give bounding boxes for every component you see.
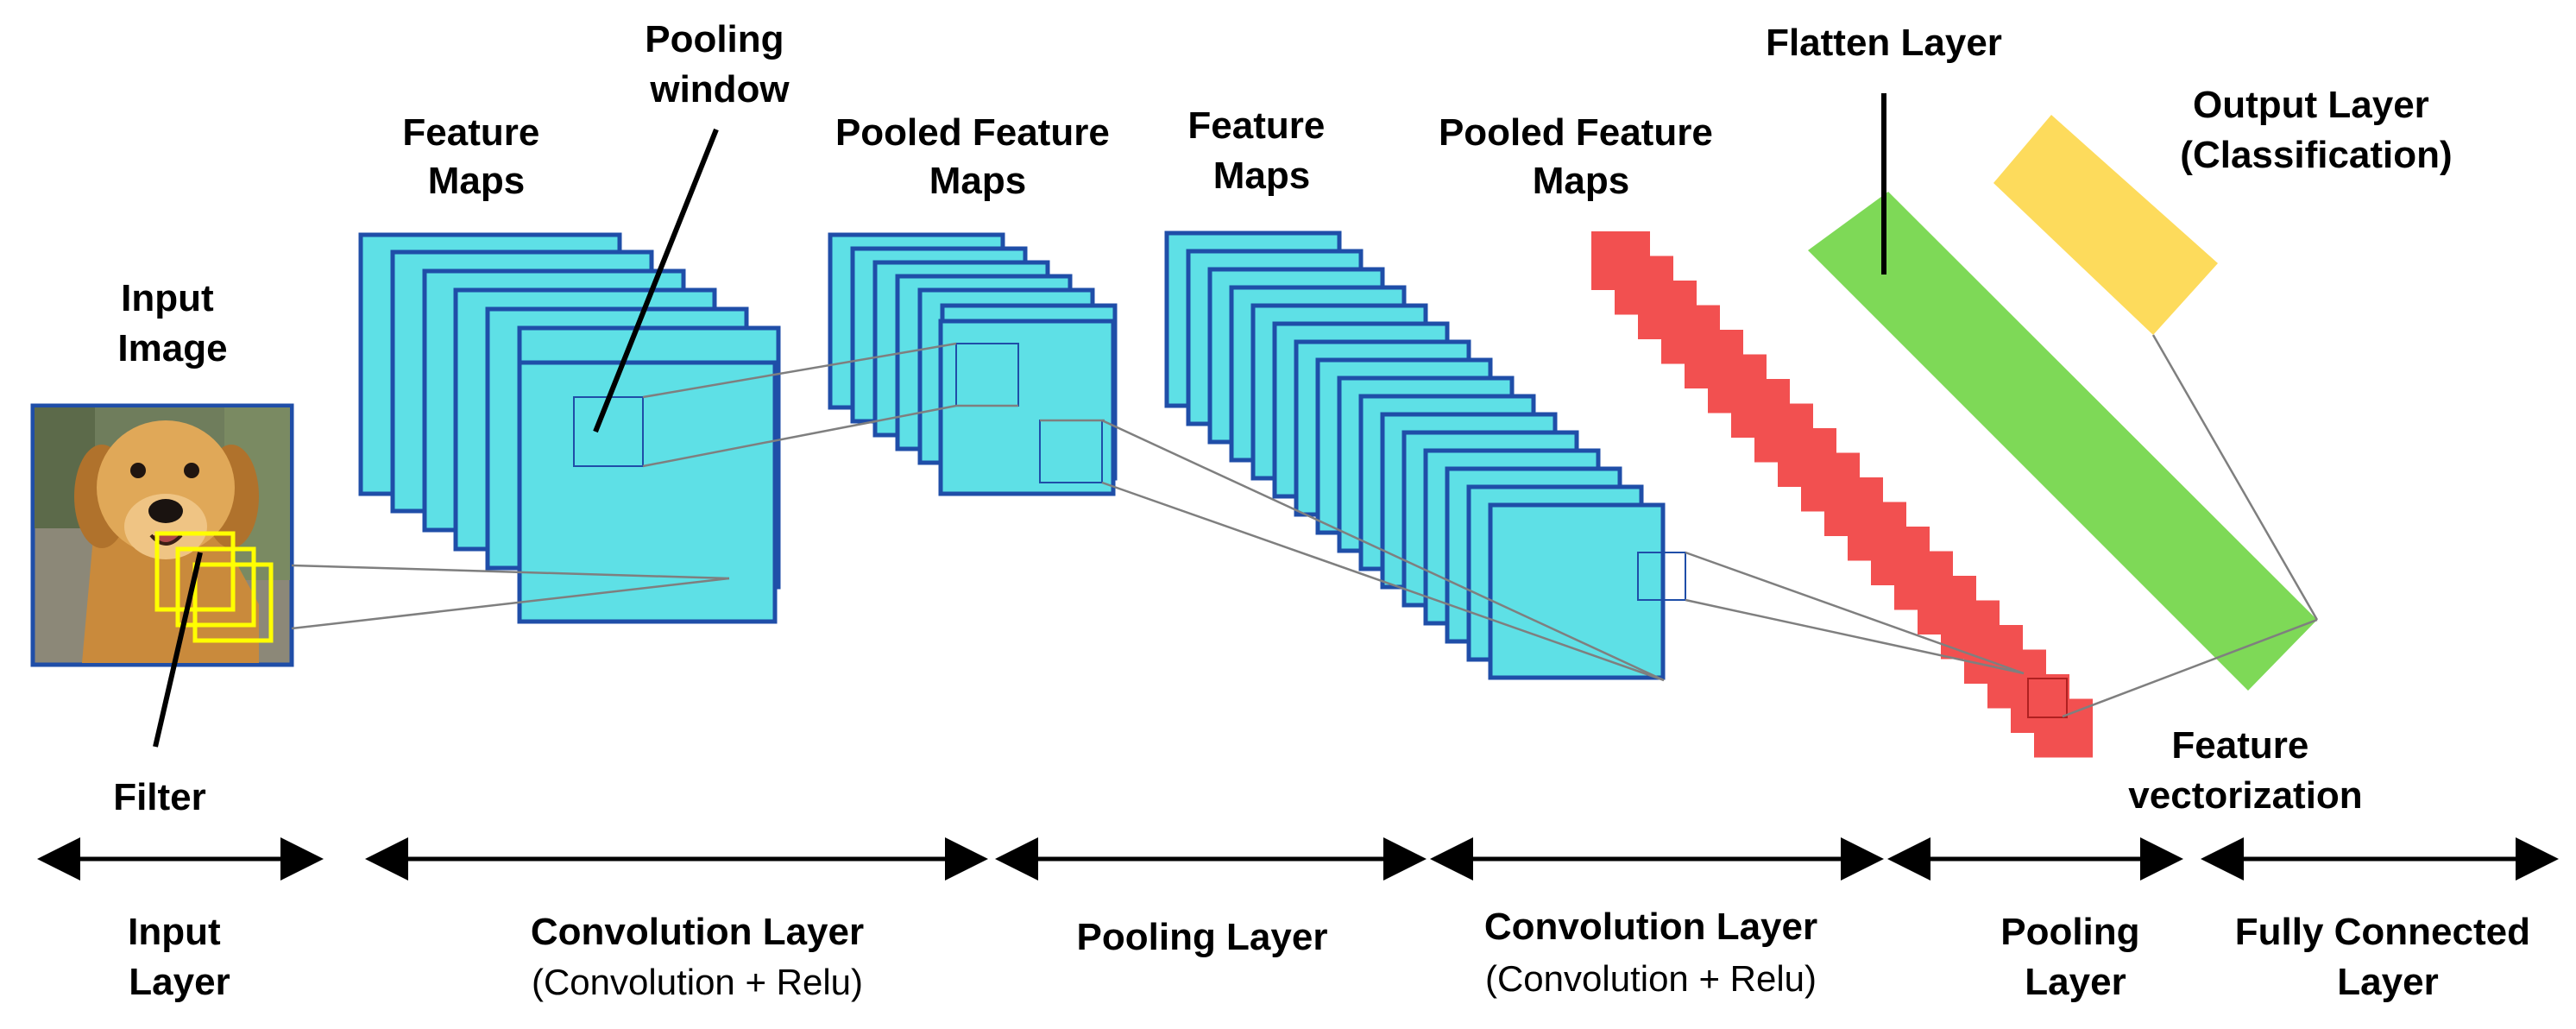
label-pooled-feature-maps-1: Pooled Feature Maps	[835, 111, 1120, 202]
layer-subtitle-convolution-2: (Convolution + Relu)	[1485, 958, 1817, 999]
label-filter: Filter	[113, 776, 206, 818]
layer-title-input: Input Layer	[128, 911, 231, 1003]
pointer-lines	[153, 93, 1886, 748]
label-feature-maps-1: Feature Maps	[402, 111, 550, 202]
pooled-feature-maps-1	[828, 232, 1118, 496]
label-feature-vectorization: Feature vectorization	[2128, 724, 2362, 817]
label-output-layer: Output Layer (Classification)	[2180, 84, 2452, 176]
connector-lines	[291, 334, 2319, 718]
layer-subtitle-convolution-1: (Convolution + Relu)	[532, 962, 863, 1002]
output-layer-bar	[1993, 115, 2218, 335]
layer-title-pooling-1: Pooling Layer	[1077, 916, 1328, 958]
pooled-unit-highlight	[2027, 678, 2068, 718]
label-flatten-layer: Flatten Layer	[1766, 22, 2002, 64]
label-pooled-feature-maps-2: Pooled Feature Maps	[1439, 111, 1723, 202]
label-pooling-window: Pooling window	[645, 18, 795, 110]
layer-title-pooling-2: Pooling Layer	[2000, 911, 2151, 1003]
layer-title-convolution-2: Convolution Layer	[1484, 906, 1817, 948]
label-input-image: Input Image	[117, 277, 227, 369]
pooled-feature-maps-2	[1591, 231, 2093, 758]
label-feature-maps-2: Feature Maps	[1187, 104, 1335, 197]
filter-boxes	[154, 531, 274, 643]
conv2-cell	[1637, 552, 1686, 601]
layer-title-convolution-1: Convolution Layer	[531, 911, 864, 953]
feature-maps-1	[358, 232, 781, 624]
layer-title-fully-connected: Fully Connected Layer	[2235, 911, 2541, 1003]
flatten-layer-bar	[1808, 192, 2317, 691]
input-image	[30, 403, 294, 667]
feature-maps-2	[1164, 230, 1666, 680]
